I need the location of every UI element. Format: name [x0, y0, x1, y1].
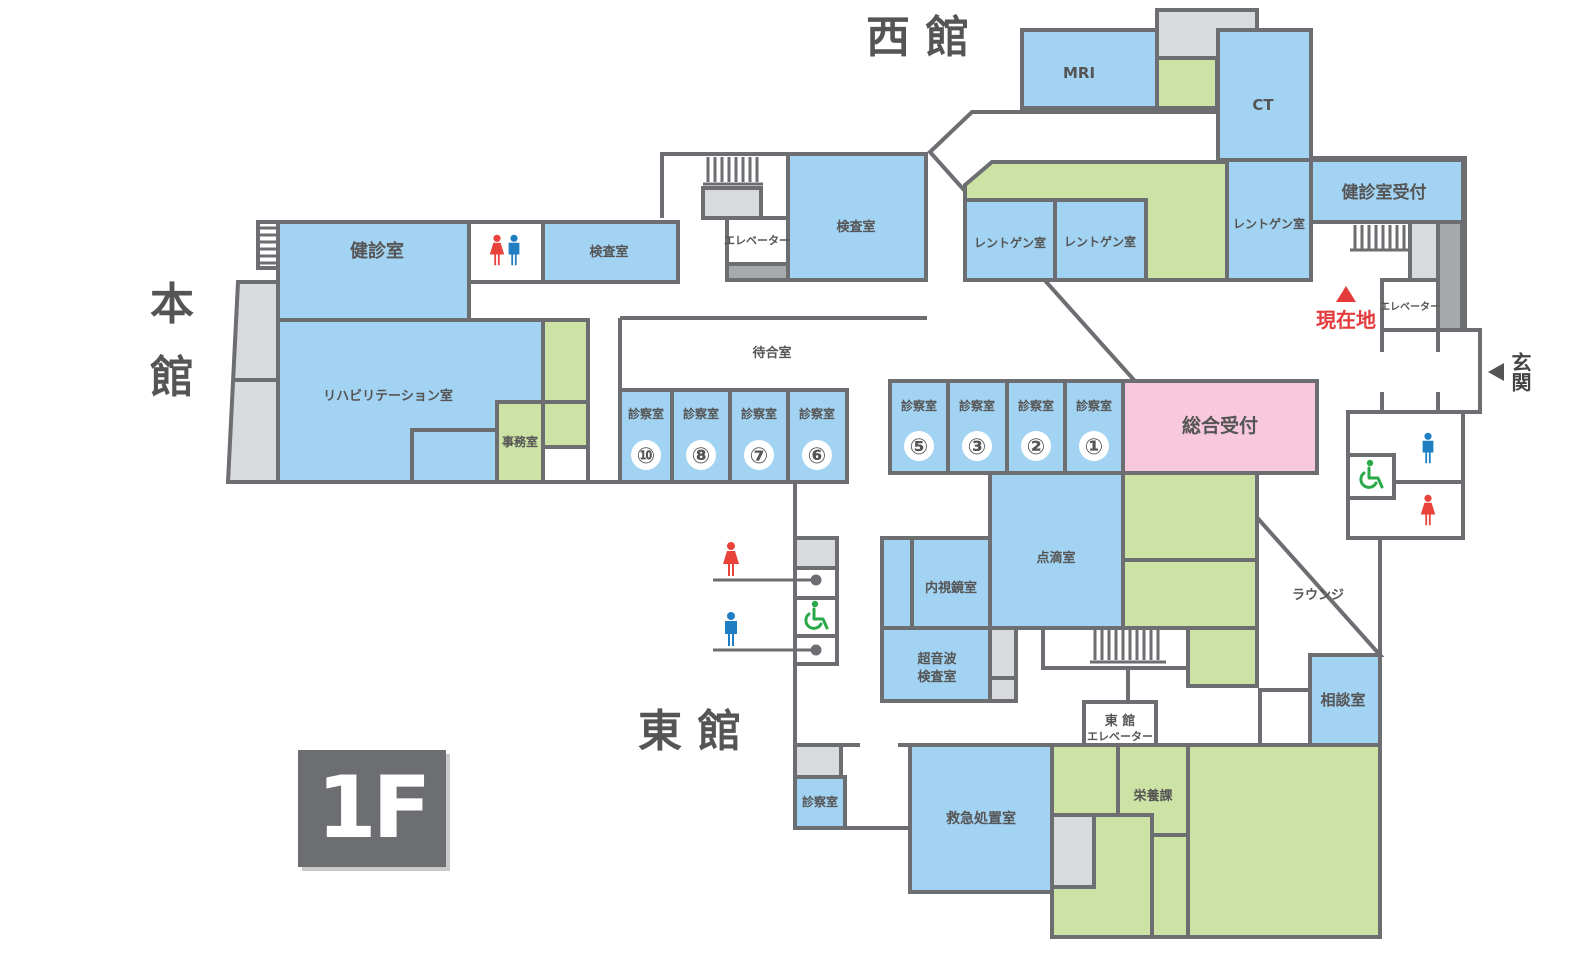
stairs-icon	[1350, 225, 1410, 252]
exam-number-badges: ⑩ ⑧ ⑦ ⑥ ⑤ ③ ② ①	[631, 431, 1109, 470]
room-label-exam: 診察室	[741, 406, 777, 421]
exam-number: ③	[968, 435, 987, 460]
current-location-label: 現在地	[1316, 308, 1376, 332]
exam-number: ⑩	[637, 444, 656, 469]
room-label-east-elevator: エレベーター	[1087, 730, 1153, 743]
current-location-icon	[1336, 286, 1356, 302]
male-restroom-icon	[725, 612, 737, 646]
room-label-mri: MRI	[1063, 64, 1095, 82]
room-label-kensa-a: 検査室	[589, 244, 628, 260]
exam-number: ①	[1085, 435, 1104, 460]
xray-room-a	[963, 198, 1057, 282]
room-label-exam-east: 診察室	[802, 794, 838, 809]
elevator-b	[1380, 278, 1440, 332]
room-label-general-reception: 総合受付	[1182, 414, 1258, 437]
east-building	[793, 410, 1465, 939]
restroom-guides	[713, 574, 822, 656]
room-label-exam: 診察室	[799, 406, 835, 421]
stairs-icon	[703, 157, 763, 186]
room-label-kenshin: 健診室	[350, 240, 404, 262]
room-label-lounge: ラウンジ	[1292, 588, 1344, 603]
room-label-xray-b: レントゲン室	[1064, 234, 1136, 249]
floor-badge: 1F	[298, 750, 446, 867]
room-label-east-elevator: 東 館	[1105, 713, 1136, 729]
north-center-block	[660, 152, 928, 282]
room-label-emergency: 救急処置室	[946, 810, 1016, 827]
kenshin-room	[276, 220, 471, 322]
room-label-ct: CT	[1252, 96, 1274, 114]
room-label-xray-c: レントゲン室	[1233, 216, 1305, 231]
room-label-rehab: リハビリテーション室	[323, 388, 453, 404]
room-label-consultation: 相談室	[1320, 691, 1365, 709]
exam-number: ⑥	[808, 444, 827, 469]
kensa-room-b	[786, 152, 928, 282]
room-label-exam: 診察室	[1018, 398, 1054, 413]
stairs-icon	[260, 226, 276, 265]
stairs-icon	[1090, 630, 1166, 664]
building-label-east: 東 館	[638, 706, 742, 757]
ct-room	[1216, 28, 1313, 162]
exam-room-east	[793, 775, 847, 830]
main-building	[225, 220, 680, 484]
room-label-xray-a: レントゲン室	[974, 235, 1046, 250]
exam-number: ②	[1027, 435, 1046, 460]
room-label-exam: 診察室	[1076, 398, 1112, 413]
room-label-ultrasound: 超音波	[917, 651, 957, 667]
xray-room-b	[1053, 198, 1148, 282]
exam-rooms-west	[618, 388, 849, 484]
room-label-exam: 診察室	[959, 398, 995, 413]
exam-number: ⑤	[910, 435, 929, 460]
room-label-kenshin-reception: 健診室受付	[1342, 182, 1427, 203]
room-label-exam: 診察室	[901, 398, 937, 413]
ultrasound-room	[880, 626, 992, 703]
room-label-exam: 診察室	[683, 406, 719, 421]
building-label-main: 本	[150, 279, 194, 330]
room-label-elevator-b: エレベーター	[1380, 301, 1440, 313]
entrance-arrow-icon	[1488, 363, 1504, 381]
room-label-office: 事務室	[502, 434, 538, 449]
kensa-room-a	[541, 220, 680, 284]
entrance-label: 玄関	[1508, 352, 1532, 392]
room-label-exam: 診察室	[628, 406, 664, 421]
room-label-waiting: 待合室	[751, 345, 791, 361]
current-location-marker: 現在地	[1306, 286, 1386, 333]
building-label-main: 館	[150, 352, 194, 403]
consultation-room	[1308, 653, 1382, 747]
mri-room	[1020, 28, 1159, 110]
exam-rooms-east	[888, 379, 1319, 475]
room-label-kensa-b: 検査室	[836, 219, 875, 235]
building-label-west: 西 館	[866, 12, 970, 63]
endoscopy-room	[910, 536, 992, 630]
room-label-endoscopy: 内視鏡室	[925, 580, 977, 596]
entrance-marker: 玄関	[1488, 352, 1532, 392]
restroom	[467, 220, 545, 284]
room-label-nutrition: 栄養課	[1132, 788, 1173, 804]
room-label-elevator-a: エレベーター	[724, 234, 790, 247]
room-label-ultrasound: 検査室	[917, 669, 956, 685]
emergency-room	[908, 743, 1054, 894]
west-building	[963, 8, 1465, 412]
female-restroom-icon	[723, 542, 739, 576]
exam-number: ⑧	[692, 444, 711, 469]
exam-number: ⑦	[750, 444, 769, 469]
room-label-drip: 点滴室	[1036, 550, 1075, 566]
